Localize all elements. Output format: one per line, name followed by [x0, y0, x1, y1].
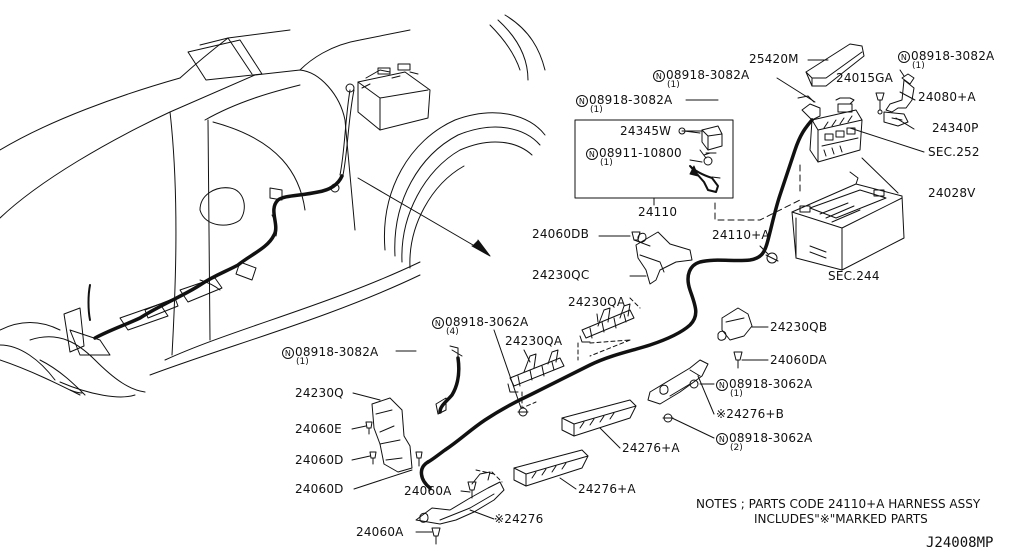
vehicle-outline — [0, 14, 546, 398]
label-24276a-lower: 24276+A — [578, 482, 636, 496]
part-number: 08918-3082A — [589, 93, 673, 107]
label-24276: ※24276 — [494, 512, 544, 526]
label-24230qa-mid: 24230QA — [505, 334, 563, 348]
label-24230q: 24230Q — [295, 386, 344, 400]
label-24110: 24110 — [638, 205, 678, 219]
nut-symbol-icon: N — [898, 51, 910, 63]
nut-symbol-icon: N — [576, 95, 588, 107]
bracket-24230qb — [721, 307, 753, 341]
label-24060a-lower: 24060A — [356, 525, 404, 539]
part-number: 08918-3082A — [295, 345, 379, 359]
protector-24276a-upper — [561, 399, 637, 437]
qty-08918-3082a-left: (1) — [296, 357, 309, 367]
label-24060d-2: 24060D — [295, 482, 344, 496]
part-number: 08918-3062A — [729, 431, 813, 445]
label-24276a-upper: 24276+A — [622, 441, 680, 455]
part-number: 08918-3062A — [445, 315, 529, 329]
nut-symbol-icon: N — [653, 70, 665, 82]
bracket-24276 — [415, 469, 505, 525]
label-24230qa-top: 24230QA — [568, 295, 626, 309]
diagram-code: J24008MP — [926, 535, 994, 551]
label-25420m: 25420M — [749, 52, 799, 66]
battery-assembly — [791, 43, 915, 271]
qty-08918-3082a-mid: (1) — [667, 80, 680, 90]
qty-08918-3062a-left: (4) — [446, 327, 459, 337]
label-24230qc: 24230QC — [532, 268, 590, 282]
label-24276b: ※24276+B — [716, 407, 785, 421]
direction-arrow — [357, 177, 486, 253]
label-24345w: 24345W — [620, 124, 672, 138]
main-harness — [426, 118, 814, 464]
bracket-24230qc — [635, 231, 693, 285]
label-sec244: SEC.244 — [828, 269, 880, 283]
part-number: 08911-10800 — [599, 146, 682, 160]
negative-cable — [438, 356, 461, 414]
label-24060a-upper: 24060A — [404, 484, 452, 498]
part-number: 08918-3082A — [911, 49, 995, 63]
label-24028v: 24028V — [928, 186, 976, 200]
vehicle-battery — [339, 63, 431, 176]
label-24340p: 24340P — [932, 121, 979, 135]
leader-lines — [351, 59, 925, 533]
label-sec252: SEC.252 — [928, 145, 980, 159]
qty-08918-3082a-top-right: (1) — [912, 61, 925, 71]
nut-symbol-icon: N — [716, 433, 728, 445]
bracket-24230q — [371, 397, 413, 473]
label-24060d-1: 24060D — [295, 453, 344, 467]
bracket-24276b — [647, 359, 709, 405]
qty-08918-3082a-box: (1) — [590, 105, 603, 115]
label-24110a: 24110+A — [712, 228, 770, 242]
qty-08911-10800: (1) — [600, 158, 613, 168]
nut-symbol-icon: N — [282, 347, 294, 359]
nut-symbol-icon: N — [432, 317, 444, 329]
part-number: 08918-3082A — [666, 68, 750, 82]
label-24230qb: 24230QB — [770, 320, 828, 334]
label-24060e: 24060E — [295, 422, 342, 436]
label-24080a: 24080+A — [918, 90, 976, 104]
vehicle-harness — [63, 174, 344, 356]
part-number: 08918-3062A — [729, 377, 813, 391]
qty-08918-3062a-right1: (1) — [730, 389, 743, 399]
label-24015ga: 24015GA — [836, 71, 894, 85]
notes-line-1: NOTES ; PARTS CODE 24110+A HARNESS ASSY — [696, 497, 981, 511]
nut-symbol-icon: N — [716, 379, 728, 391]
label-24060db: 24060DB — [532, 227, 590, 241]
protector-24276a-lower — [513, 449, 589, 487]
notes-line-2: INCLUDES"※"MARKED PARTS — [754, 512, 928, 526]
label-24060da: 24060DA — [770, 353, 827, 367]
qty-08918-3062a-right2: (2) — [730, 443, 743, 453]
nut-symbol-icon: N — [586, 148, 598, 160]
